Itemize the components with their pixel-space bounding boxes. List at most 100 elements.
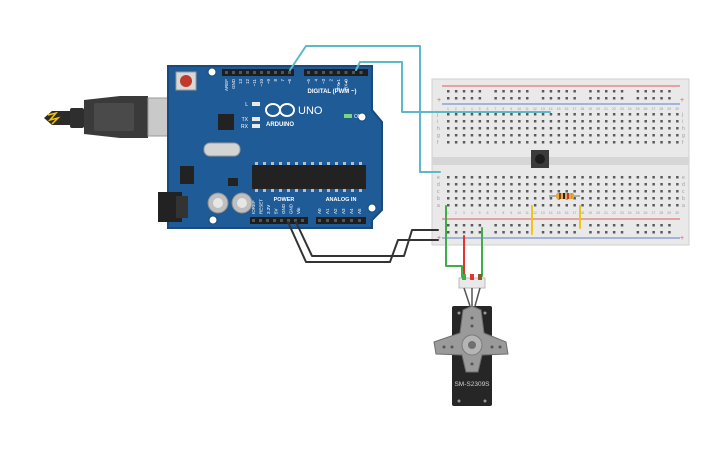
breadboard-hole[interactable] bbox=[454, 141, 458, 144]
breadboard-hole[interactable] bbox=[510, 183, 513, 186]
breadboard-hole[interactable] bbox=[620, 113, 624, 116]
breadboard-hole[interactable] bbox=[668, 90, 671, 93]
breadboard-hole[interactable] bbox=[541, 113, 545, 116]
breadboard-hole[interactable] bbox=[652, 127, 655, 130]
breadboard-hole[interactable] bbox=[636, 224, 640, 227]
breadboard-hole[interactable] bbox=[628, 141, 632, 144]
breadboard-hole[interactable] bbox=[589, 190, 592, 193]
breadboard-hole[interactable] bbox=[510, 190, 513, 193]
header-hole[interactable] bbox=[329, 71, 333, 74]
breadboard-hole[interactable] bbox=[620, 183, 624, 186]
breadboard-hole[interactable] bbox=[549, 113, 553, 116]
breadboard-hole[interactable] bbox=[565, 190, 569, 193]
breadboard-hole[interactable] bbox=[636, 176, 640, 179]
breadboard-hole[interactable] bbox=[518, 224, 521, 227]
breadboard-hole[interactable] bbox=[676, 127, 679, 130]
breadboard-hole[interactable] bbox=[518, 127, 521, 130]
breadboard-hole[interactable] bbox=[494, 190, 497, 193]
breadboard-hole[interactable] bbox=[518, 113, 521, 116]
breadboard-hole[interactable] bbox=[494, 183, 497, 186]
header-hole[interactable] bbox=[359, 71, 363, 74]
breadboard-hole[interactable] bbox=[541, 190, 545, 193]
header-hole[interactable] bbox=[266, 219, 269, 222]
breadboard-hole[interactable] bbox=[652, 204, 655, 207]
breadboard-hole[interactable] bbox=[462, 224, 466, 227]
breadboard-hole[interactable] bbox=[628, 127, 632, 130]
breadboard-hole[interactable] bbox=[454, 224, 458, 227]
header-hole[interactable] bbox=[260, 71, 263, 74]
breadboard-hole[interactable] bbox=[612, 224, 616, 227]
breadboard-hole[interactable] bbox=[494, 134, 497, 137]
breadboard-hole[interactable] bbox=[636, 113, 640, 116]
header-hole[interactable] bbox=[232, 71, 235, 74]
breadboard-hole[interactable] bbox=[447, 141, 450, 144]
breadboard-hole[interactable] bbox=[541, 141, 545, 144]
breadboard-hole[interactable] bbox=[620, 97, 624, 100]
breadboard-hole[interactable] bbox=[478, 141, 482, 144]
breadboard-hole[interactable] bbox=[636, 197, 640, 200]
breadboard-hole[interactable] bbox=[605, 176, 608, 179]
breadboard-hole[interactable] bbox=[589, 120, 592, 123]
breadboard-hole[interactable] bbox=[502, 190, 505, 193]
breadboard-hole[interactable] bbox=[502, 97, 505, 100]
breadboard-hole[interactable] bbox=[510, 127, 513, 130]
breadboard-hole[interactable] bbox=[549, 183, 553, 186]
breadboard-hole[interactable] bbox=[573, 190, 576, 193]
breadboard-hole[interactable] bbox=[470, 197, 474, 200]
breadboard-hole[interactable] bbox=[589, 97, 592, 100]
breadboard-hole[interactable] bbox=[518, 120, 521, 123]
breadboard-hole[interactable] bbox=[573, 183, 576, 186]
breadboard-hole[interactable] bbox=[660, 183, 663, 186]
breadboard-hole[interactable] bbox=[620, 134, 624, 137]
breadboard-hole[interactable] bbox=[557, 127, 561, 130]
push-button[interactable] bbox=[531, 150, 549, 168]
breadboard-hole[interactable] bbox=[573, 113, 576, 116]
breadboard-hole[interactable] bbox=[533, 127, 537, 130]
breadboard-hole[interactable] bbox=[668, 127, 671, 130]
breadboard-hole[interactable] bbox=[518, 97, 521, 100]
breadboard-hole[interactable] bbox=[652, 197, 655, 200]
breadboard-hole[interactable] bbox=[660, 127, 663, 130]
breadboard-hole[interactable] bbox=[652, 113, 655, 116]
breadboard-hole[interactable] bbox=[510, 197, 513, 200]
breadboard-hole[interactable] bbox=[502, 141, 505, 144]
breadboard-hole[interactable] bbox=[573, 231, 576, 234]
breadboard-hole[interactable] bbox=[549, 197, 553, 200]
breadboard-hole[interactable] bbox=[597, 231, 600, 234]
breadboard-hole[interactable] bbox=[549, 127, 553, 130]
breadboard-hole[interactable] bbox=[581, 141, 584, 144]
breadboard-hole[interactable] bbox=[447, 134, 450, 137]
breadboard-hole[interactable] bbox=[494, 127, 497, 130]
breadboard-hole[interactable] bbox=[605, 231, 608, 234]
breadboard-hole[interactable] bbox=[668, 183, 671, 186]
breadboard-hole[interactable] bbox=[462, 134, 466, 137]
header-hole[interactable] bbox=[246, 71, 249, 74]
breadboard-hole[interactable] bbox=[676, 204, 679, 207]
breadboard-hole[interactable] bbox=[510, 231, 513, 234]
header-hole[interactable] bbox=[352, 71, 355, 74]
breadboard-hole[interactable] bbox=[470, 204, 474, 207]
breadboard-hole[interactable] bbox=[462, 120, 466, 123]
breadboard-hole[interactable] bbox=[620, 90, 624, 93]
breadboard-hole[interactable] bbox=[660, 90, 663, 93]
breadboard-hole[interactable] bbox=[597, 127, 600, 130]
breadboard-hole[interactable] bbox=[447, 231, 450, 234]
breadboard-hole[interactable] bbox=[486, 127, 490, 130]
breadboard-hole[interactable] bbox=[510, 120, 513, 123]
breadboard-hole[interactable] bbox=[470, 176, 474, 179]
breadboard-hole[interactable] bbox=[565, 113, 569, 116]
breadboard-hole[interactable] bbox=[526, 204, 529, 207]
breadboard-hole[interactable] bbox=[636, 97, 640, 100]
breadboard-hole[interactable] bbox=[612, 197, 616, 200]
header-hole[interactable] bbox=[307, 71, 310, 74]
header-hole[interactable] bbox=[337, 71, 340, 74]
breadboard-hole[interactable] bbox=[447, 204, 450, 207]
breadboard-hole[interactable] bbox=[636, 90, 640, 93]
breadboard-hole[interactable] bbox=[573, 204, 576, 207]
breadboard-hole[interactable] bbox=[549, 190, 553, 193]
breadboard-hole[interactable] bbox=[676, 190, 679, 193]
breadboard-hole[interactable] bbox=[597, 176, 600, 179]
breadboard-hole[interactable] bbox=[470, 183, 474, 186]
breadboard-hole[interactable] bbox=[526, 197, 529, 200]
breadboard-hole[interactable] bbox=[510, 113, 513, 116]
